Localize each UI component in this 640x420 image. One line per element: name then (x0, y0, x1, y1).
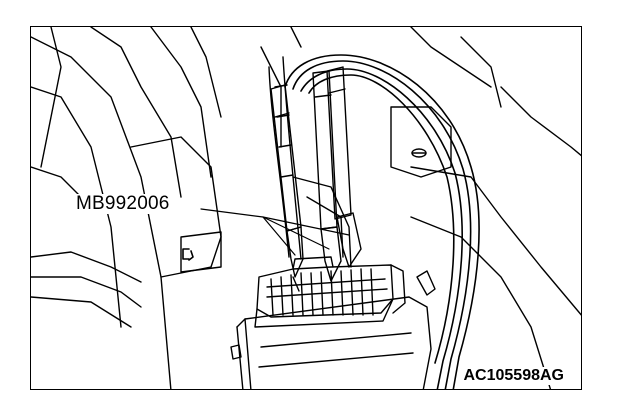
leader-lines (200, 208, 350, 256)
connector-illustration (31, 27, 581, 389)
figure-id-label: AC105598AG (460, 367, 567, 385)
panel-mark (182, 248, 194, 261)
ecu-housing (230, 270, 436, 389)
background-panels (31, 27, 581, 389)
tool-callout-label: MB992006 (74, 193, 172, 214)
connector-block (254, 256, 406, 328)
probe-tool-middle (312, 70, 342, 282)
panel-clip (411, 148, 427, 158)
probe-tool-right (326, 66, 362, 268)
